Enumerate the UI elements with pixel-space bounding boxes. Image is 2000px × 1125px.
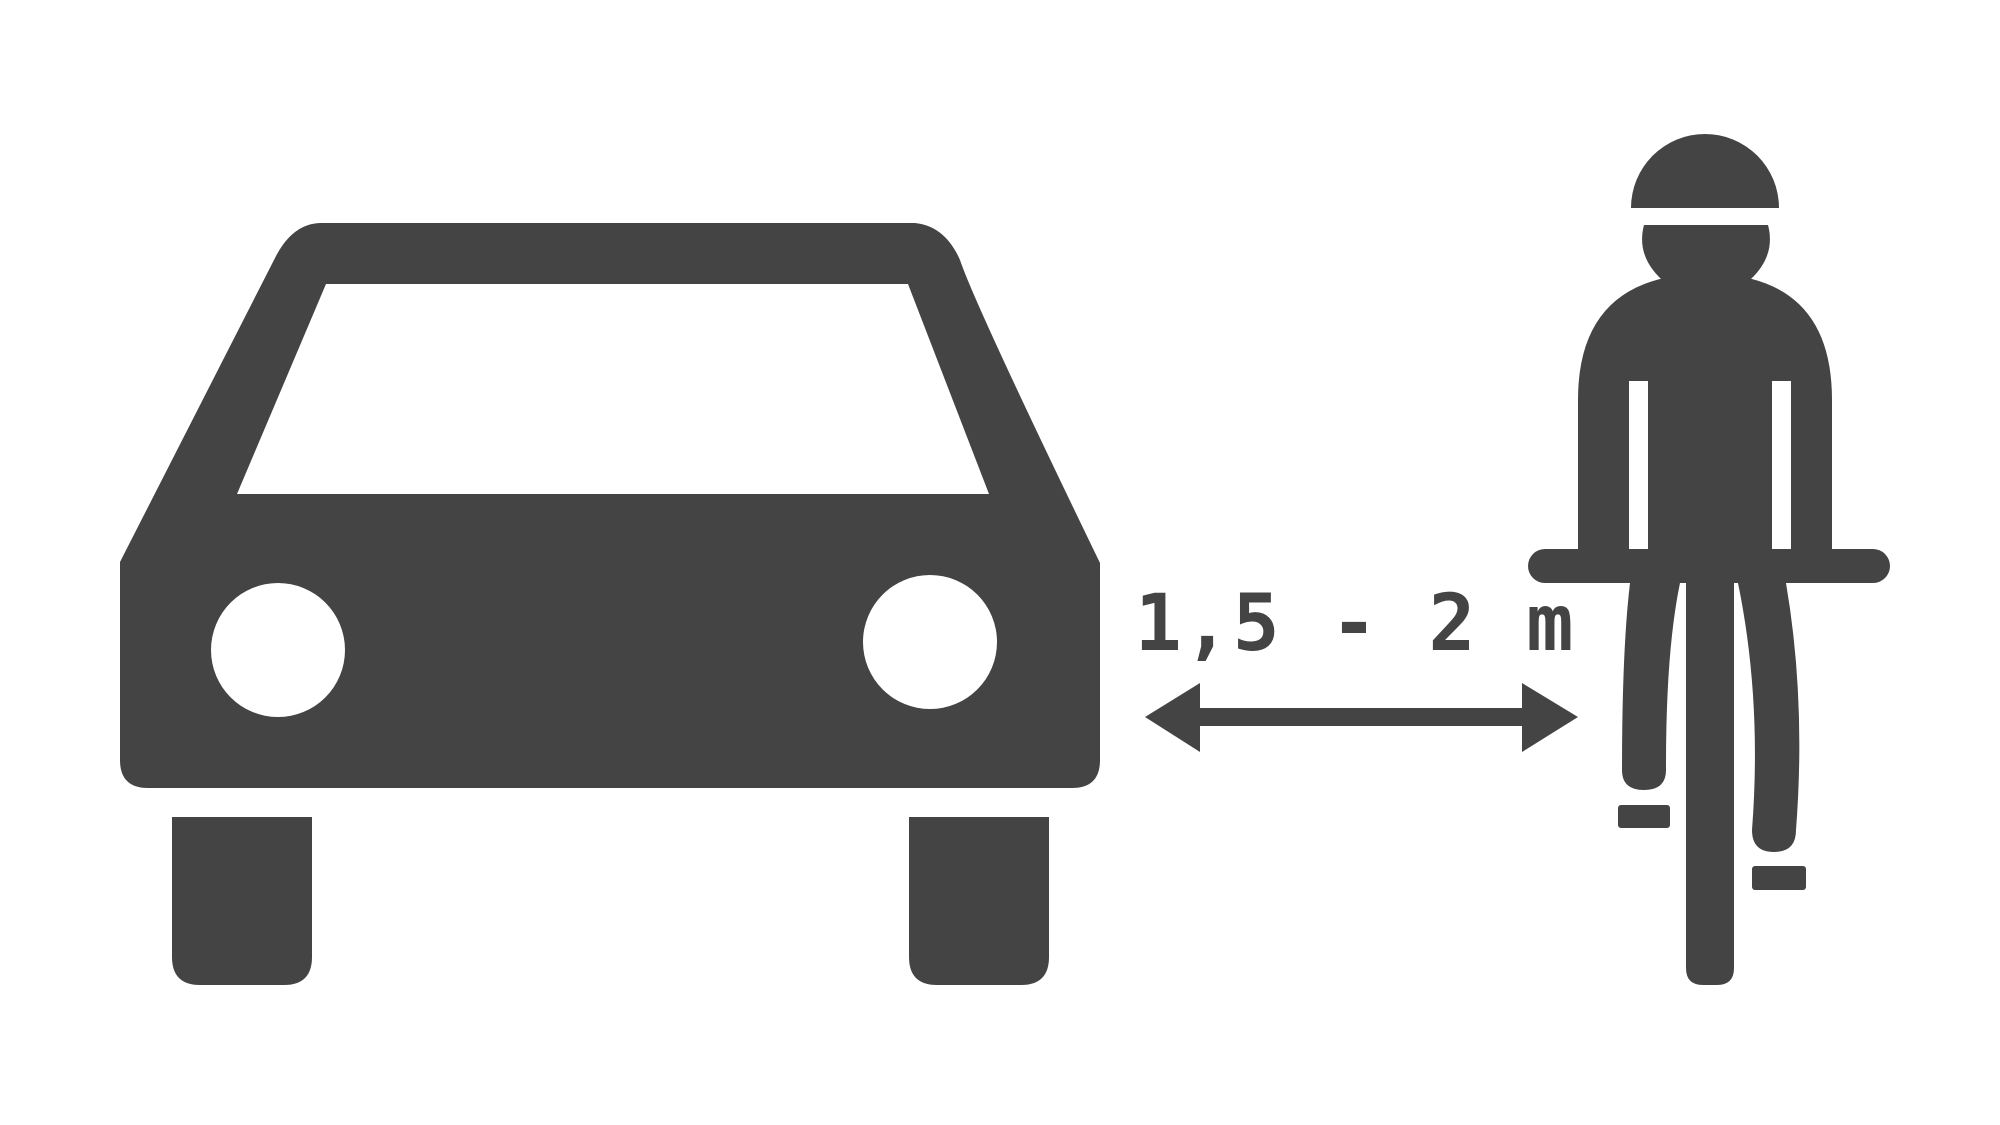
cyclist-left-leg	[1622, 583, 1680, 790]
car-left-headlight	[211, 583, 345, 717]
car-right-headlight	[863, 575, 997, 709]
distance-label: 1,5 - 2 m	[1134, 579, 1576, 669]
right-arm-gap	[1772, 381, 1791, 551]
cyclist-right-leg	[1738, 583, 1800, 852]
car-left-wheel	[172, 817, 312, 985]
bicycle-front-wheel	[1686, 583, 1734, 985]
cyclist-head	[1642, 225, 1770, 279]
helmet-icon	[1631, 134, 1779, 208]
left-pedal	[1618, 805, 1670, 828]
car-right-wheel	[909, 817, 1049, 985]
handlebar	[1528, 549, 1890, 583]
right-pedal	[1752, 866, 1806, 890]
cyclist-torso	[1578, 279, 1832, 549]
cyclist-front-icon	[1528, 134, 1890, 985]
car-body	[120, 223, 1100, 788]
double-headed-arrow-icon	[1145, 683, 1578, 752]
car-front-icon	[120, 223, 1100, 985]
left-arm-gap	[1629, 381, 1648, 551]
